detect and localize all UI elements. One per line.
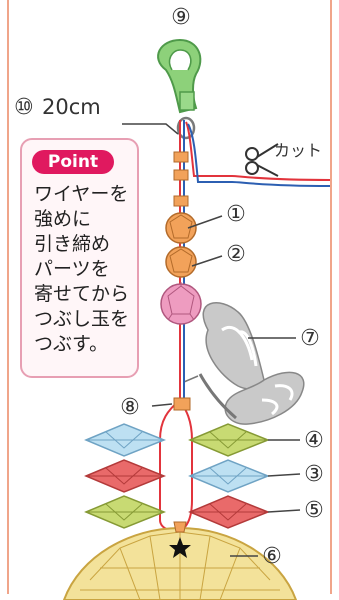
crystal-green — [84, 495, 167, 529]
star-icon — [169, 537, 191, 558]
frame — [7, 0, 332, 594]
crystal-red — [188, 495, 271, 529]
bead-pink — [160, 282, 202, 325]
point-callout — [20, 138, 139, 378]
bead-orange — [165, 246, 197, 278]
leader-line — [267, 473, 301, 477]
leader-line — [191, 255, 223, 267]
label-4: ④ — [304, 428, 324, 453]
point-text-line: パーツを — [34, 258, 110, 280]
point-text-line: 引き締め — [34, 233, 111, 255]
point-text-line: 強めに — [34, 208, 92, 230]
point-text-line: つぶす。 — [34, 333, 109, 355]
label-3: ③ — [304, 462, 324, 487]
label-8: ⑧ — [120, 395, 140, 420]
point-text-line: 寄せてから — [34, 283, 130, 305]
leader-line — [151, 403, 173, 407]
scissors-icon — [245, 143, 279, 177]
label-9: ⑨ — [171, 5, 191, 30]
crimp-bead — [173, 169, 189, 181]
crimp-bead — [173, 151, 189, 163]
label-5: ⑤ — [304, 498, 324, 523]
bead-orange — [165, 212, 197, 244]
crystal-red — [84, 459, 167, 493]
label-6: ⑥ — [262, 544, 282, 569]
crystal-blue — [84, 423, 167, 457]
label-cut: カット — [274, 141, 322, 160]
label-2: ② — [226, 242, 246, 267]
crimp-bead-8 — [173, 397, 191, 411]
crimp-bead — [173, 195, 189, 207]
leader-line — [122, 123, 179, 135]
point-badge: Point — [32, 150, 114, 174]
disco-ball — [62, 521, 298, 600]
butterfly — [183, 302, 305, 425]
leader-line — [187, 215, 223, 229]
crystal-blue — [188, 459, 271, 493]
point-text-line: つぶし玉を — [34, 308, 130, 330]
label-10: ⑩ — [14, 95, 34, 120]
crystal-green — [188, 423, 271, 457]
leader-line — [267, 509, 301, 513]
point-text-line: ワイヤーを — [34, 183, 129, 205]
clasp — [157, 38, 202, 140]
label-1: ① — [226, 202, 246, 227]
label-7: ⑦ — [300, 326, 320, 351]
label-length: 20cm — [42, 95, 101, 119]
